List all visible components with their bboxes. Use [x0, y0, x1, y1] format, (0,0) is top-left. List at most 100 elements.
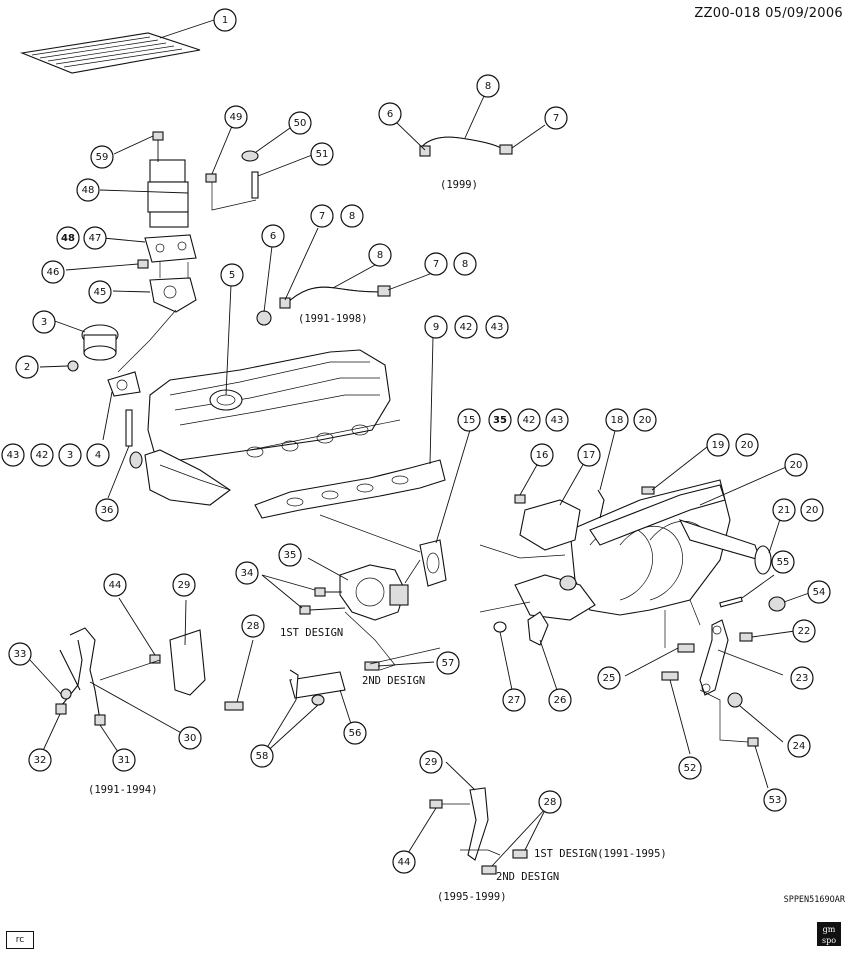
throttle-body: [261, 429, 566, 671]
callout-circle: [83, 226, 107, 250]
callout-circle: [178, 726, 202, 750]
callout-circle: [457, 408, 481, 432]
footer-code: SPPEN5169OAR: [783, 895, 845, 905]
callout-20: 20: [735, 433, 759, 457]
vacuum-tube-assembly-1991-1994: [29, 597, 254, 759]
callout-number: 8: [462, 259, 468, 270]
callout-circle: [103, 573, 127, 597]
callout-number: 44: [109, 580, 122, 591]
callout-20: 20: [800, 498, 824, 522]
callout-16: 16: [530, 443, 554, 467]
callout-circle: [392, 850, 416, 874]
bracket-assembly-1995-1999: [404, 761, 547, 875]
callout-8: 8: [340, 204, 364, 228]
callout-27: 27: [502, 688, 526, 712]
callout-circle: [241, 614, 265, 638]
callout-circle: [772, 498, 796, 522]
callout-number: 45: [94, 287, 107, 298]
callout-number: 48: [82, 185, 95, 196]
callout-3: 3: [32, 310, 56, 334]
callout-8: 8: [476, 74, 500, 98]
callout-7: 7: [544, 106, 568, 130]
callout-circle: [28, 748, 52, 772]
callout-33: 33: [8, 642, 32, 666]
callout-7: 7: [310, 204, 334, 228]
callout-number: 4: [95, 450, 101, 461]
callout-49: 49: [224, 105, 248, 129]
callout-number: 8: [485, 81, 491, 92]
egr-adapter-assembly: [99, 125, 313, 228]
callout-circle: [784, 453, 808, 477]
callout-circle: [706, 433, 730, 457]
callout-43: 43: [545, 408, 569, 432]
manifold-brackets: [624, 574, 813, 789]
callout-28: 28: [241, 614, 265, 638]
callout-number: 3: [41, 317, 47, 328]
callout-1: 1: [213, 8, 237, 32]
callout-number: 47: [89, 233, 102, 244]
callout-number: 7: [433, 259, 439, 270]
callout-number: 27: [508, 695, 521, 706]
label-second-design: 2ND DESIGN: [362, 675, 425, 687]
callout-34: 34: [235, 561, 259, 585]
callout-number: 57: [442, 658, 455, 669]
callout-7: 7: [424, 252, 448, 276]
callout-circle: [88, 280, 112, 304]
callout-2: 2: [15, 355, 39, 379]
callout-55: 55: [771, 550, 795, 574]
callout-24: 24: [787, 734, 811, 758]
callout-42: 42: [454, 315, 478, 339]
callout-circle: [517, 408, 541, 432]
callout-25: 25: [597, 666, 621, 690]
callout-number: 2: [24, 362, 30, 373]
label-1991-1998: (1991-1998): [298, 313, 368, 325]
callout-number: 21: [778, 505, 791, 516]
callout-54: 54: [807, 580, 831, 604]
callout-circle: [548, 688, 572, 712]
callout-42: 42: [517, 408, 541, 432]
callout-number: 49: [230, 112, 243, 123]
callout-56: 56: [343, 721, 367, 745]
callout-31: 31: [112, 748, 136, 772]
callout-circle: [807, 580, 831, 604]
callout-8: 8: [453, 252, 477, 276]
callout-number: 19: [712, 440, 725, 451]
callout-circle: [436, 651, 460, 675]
callout-circle: [424, 252, 448, 276]
callout-circle: [1, 443, 25, 467]
callout-number: 1: [222, 15, 228, 26]
callout-51: 51: [310, 142, 334, 166]
callout-circle: [15, 355, 39, 379]
egr-valve: [39, 309, 177, 499]
callout-number: 9: [433, 322, 439, 333]
callout-number: 42: [36, 450, 49, 461]
callout-30: 30: [178, 726, 202, 750]
callout-20: 20: [784, 453, 808, 477]
callout-circle: [485, 315, 509, 339]
callout-number: 26: [554, 695, 567, 706]
callout-circle: [419, 750, 443, 774]
callout-number: 30: [184, 733, 197, 744]
callout-number: 22: [798, 626, 811, 637]
callout-number: 7: [319, 211, 325, 222]
callout-circle: [235, 561, 259, 585]
callout-number: 8: [377, 250, 383, 261]
callout-circle: [453, 252, 477, 276]
callout-number: 25: [603, 673, 616, 684]
callout-number: 3: [67, 450, 73, 461]
callout-35: 35: [278, 543, 302, 567]
callout-circle: [544, 106, 568, 130]
callout-circle: [735, 433, 759, 457]
callout-circle: [771, 550, 795, 574]
callout-23: 23: [790, 666, 814, 690]
callout-number: 29: [425, 757, 438, 768]
callout-3: 3: [58, 443, 82, 467]
callout-circle: [605, 408, 629, 432]
callout-6: 6: [261, 224, 285, 248]
callout-47: 47: [83, 226, 107, 250]
engine-valve-cover: [129, 284, 401, 506]
callout-number: 18: [611, 415, 624, 426]
callout-number: 42: [523, 415, 536, 426]
callout-48: 48: [56, 226, 80, 250]
